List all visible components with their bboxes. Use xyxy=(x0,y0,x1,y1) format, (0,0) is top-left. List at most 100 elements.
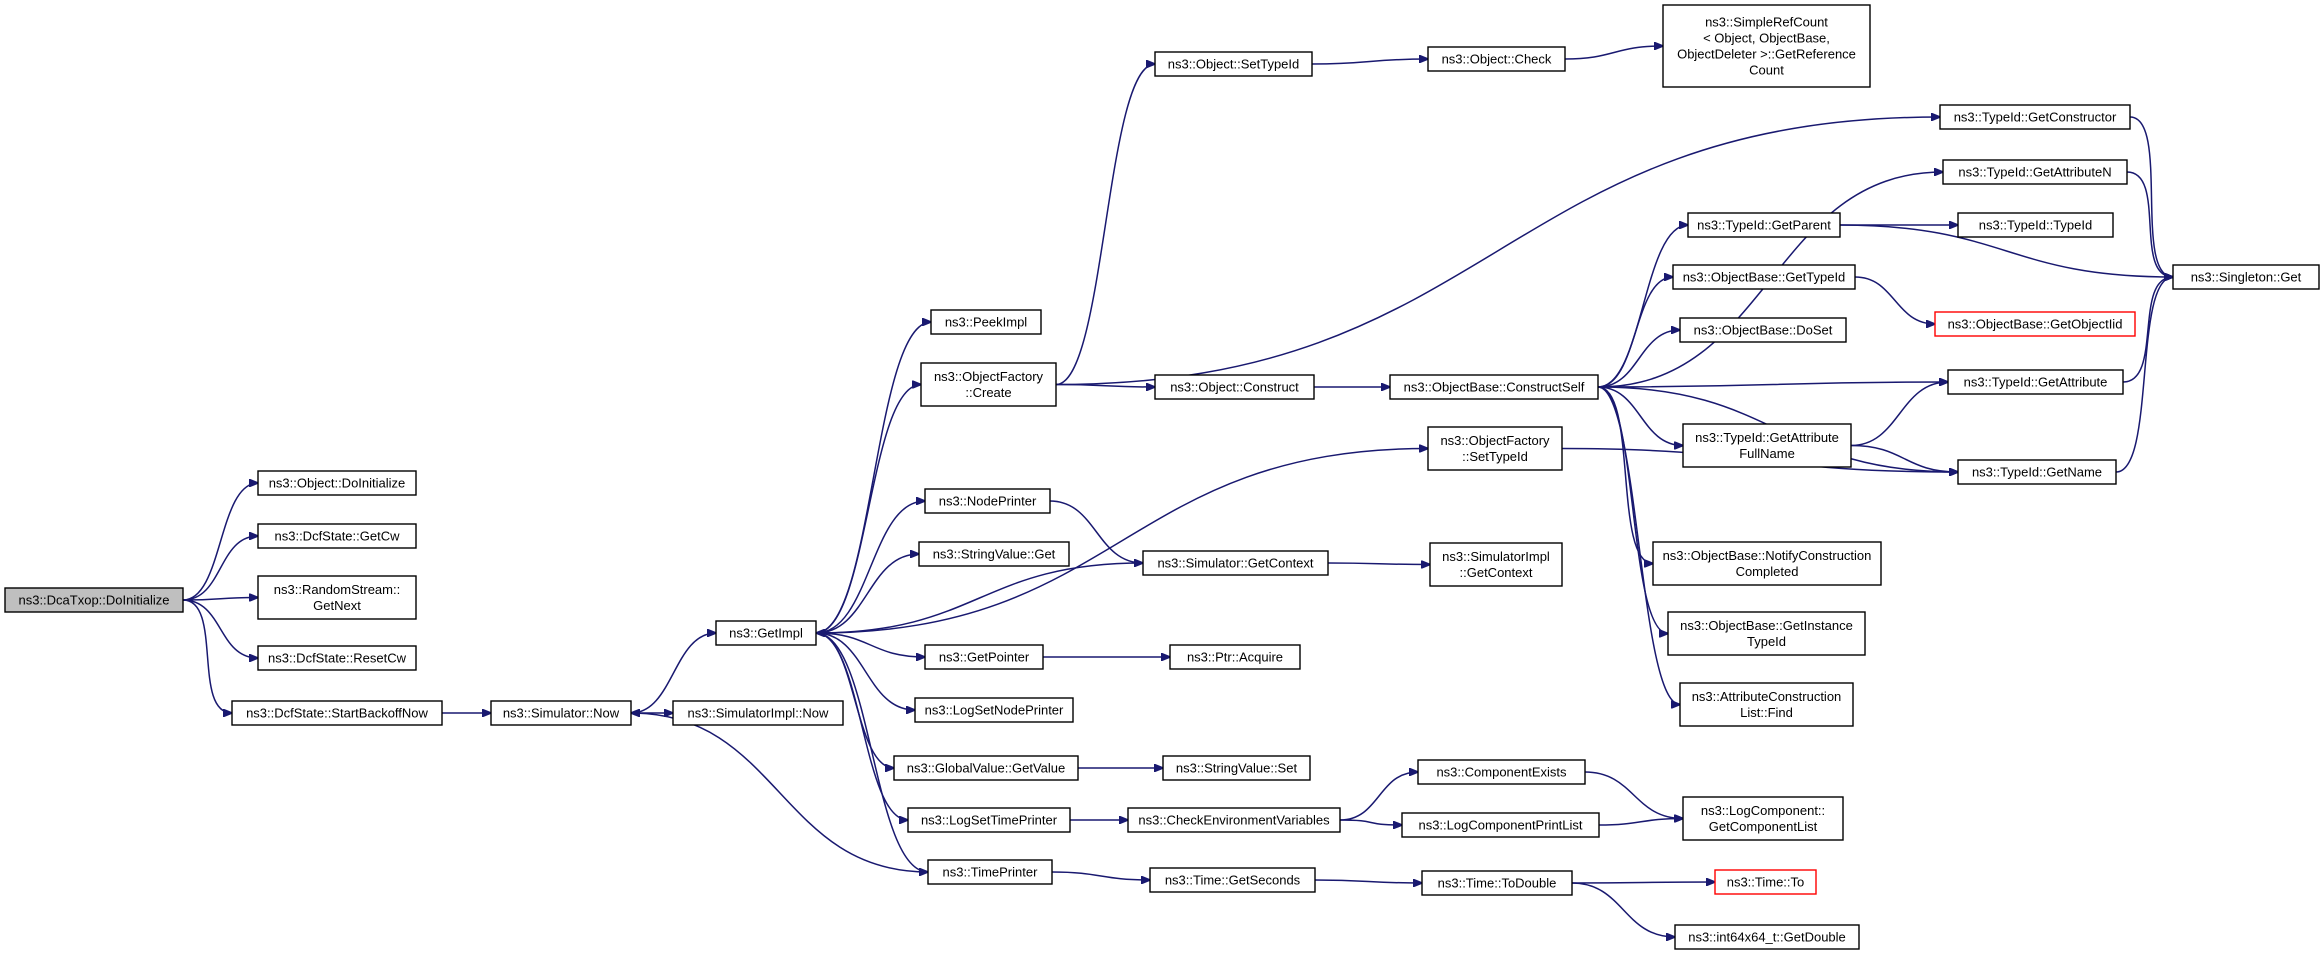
graph-node-simImplGetContext[interactable]: ns3::SimulatorImpl::GetContext xyxy=(1429,542,1563,587)
graph-node-logSetTime[interactable]: ns3::LogSetTimePrinter xyxy=(907,807,1071,833)
node-label: ns3::StringValue::Set xyxy=(1176,761,1298,776)
graph-node-tidGetName[interactable]: ns3::TypeId::GetName xyxy=(1957,459,2117,485)
edge-timeToDouble-to-timeTo xyxy=(1571,882,1715,883)
node-label: ns3::PeekImpl xyxy=(945,315,1027,330)
graph-node-srcGetRef[interactable]: ns3::SimpleRefCount< Object, ObjectBase,… xyxy=(1662,4,1871,88)
graph-node-singletonGet[interactable]: ns3::Singleton::Get xyxy=(2172,264,2320,290)
graph-node-ofCreate[interactable]: ns3::ObjectFactory::Create xyxy=(920,362,1057,407)
edge-obConstructSelf-to-obNotify xyxy=(1597,386,1653,564)
graph-node-timeGetSeconds[interactable]: ns3::Time::GetSeconds xyxy=(1149,867,1316,893)
graph-node-dcfResetCw[interactable]: ns3::DcfState::ResetCw xyxy=(257,645,417,671)
node-box xyxy=(1154,51,1313,77)
graph-node-logSetNode[interactable]: ns3::LogSetNodePrinter xyxy=(914,697,1074,723)
graph-node-simGetContext[interactable]: ns3::Simulator::GetContext xyxy=(1142,550,1329,576)
graph-node-simImplNow[interactable]: ns3::SimulatorImpl::Now xyxy=(672,700,844,726)
node-box xyxy=(1162,755,1311,781)
graph-node-simNow[interactable]: ns3::Simulator::Now xyxy=(490,700,632,726)
node-box xyxy=(1169,644,1301,670)
edge-checkEnv-to-compExists xyxy=(1339,772,1418,821)
node-label: ns3::LogComponent:: xyxy=(1701,803,1825,818)
node-label: < Object, ObjectBase, xyxy=(1703,31,1830,46)
graph-node-obGetTypeId[interactable]: ns3::ObjectBase::GetTypeId xyxy=(1672,264,1856,290)
graph-node-checkEnv[interactable]: ns3::CheckEnvironmentVariables xyxy=(1127,807,1341,833)
node-label: ns3::ObjectFactory xyxy=(1440,433,1550,448)
graph-node-logCompGetList[interactable]: ns3::LogComponent::GetComponentList xyxy=(1682,796,1844,841)
node-box xyxy=(1427,426,1563,471)
graph-node-objSetTypeId[interactable]: ns3::Object::SetTypeId xyxy=(1154,51,1313,77)
node-label: ns3::TypeId::GetParent xyxy=(1697,218,1831,233)
node-label: ns3::Simulator::Now xyxy=(503,706,620,721)
node-label: FullName xyxy=(1739,446,1795,461)
node-box xyxy=(490,700,632,726)
graph-node-tidTypeId[interactable]: ns3::TypeId::TypeId xyxy=(1957,212,2114,238)
edge-simNow-to-getImpl xyxy=(630,633,716,714)
graph-node-root[interactable]: ns3::DcaTxop::DoInitialize xyxy=(4,587,184,613)
node-box xyxy=(1667,611,1866,656)
graph-node-getImpl[interactable]: ns3::GetImpl xyxy=(715,620,817,646)
node-box xyxy=(1417,759,1586,785)
graph-node-gvGetValue[interactable]: ns3::GlobalValue::GetValue xyxy=(893,755,1079,781)
graph-node-dcfGetCw[interactable]: ns3::DcfState::GetCw xyxy=(257,523,417,549)
graph-node-obGetObjectIid[interactable]: ns3::ObjectBase::GetObjectIid xyxy=(1934,311,2136,337)
graph-node-obDoSet[interactable]: ns3::ObjectBase::DoSet xyxy=(1679,317,1847,343)
node-box xyxy=(1687,212,1841,238)
graph-node-i64GetDouble[interactable]: ns3::int64x64_t::GetDouble xyxy=(1674,924,1860,950)
graph-node-obNotify[interactable]: ns3::ObjectBase::NotifyConstructionCompl… xyxy=(1652,541,1882,586)
graph-node-tidGetAttrN[interactable]: ns3::TypeId::GetAttributeN xyxy=(1942,159,2128,185)
edge-ofCreate-to-objSetTypeId xyxy=(1055,64,1155,386)
edge-getImpl-to-svGet xyxy=(815,554,919,634)
graph-node-svGet[interactable]: ns3::StringValue::Get xyxy=(918,541,1070,567)
graph-node-getPointer[interactable]: ns3::GetPointer xyxy=(924,644,1044,670)
graph-node-timePrinter[interactable]: ns3::TimePrinter xyxy=(927,859,1053,885)
node-box xyxy=(257,645,417,671)
node-box xyxy=(1142,550,1329,576)
graph-node-timeTo[interactable]: ns3::Time::To xyxy=(1714,869,1817,895)
node-box xyxy=(1939,104,2131,130)
node-box xyxy=(918,541,1070,567)
edge-simGetContext-to-getImpl xyxy=(816,562,1144,633)
graph-node-tidGetAttribute[interactable]: ns3::TypeId::GetAttribute xyxy=(1947,369,2124,395)
edge-timeGetSeconds-to-timeToDouble xyxy=(1314,880,1422,883)
graph-node-compExists[interactable]: ns3::ComponentExists xyxy=(1417,759,1586,785)
node-box xyxy=(930,309,1042,335)
node-box xyxy=(4,587,184,613)
node-box xyxy=(1149,867,1316,893)
graph-node-ptrAcquire[interactable]: ns3::Ptr::Acquire xyxy=(1169,644,1301,670)
edge-ofCreate-to-objConstruct xyxy=(1055,385,1155,388)
edge-checkEnv-to-logCompPrintList xyxy=(1339,819,1402,825)
node-box xyxy=(1934,311,2136,337)
edge-timePrinter-to-timeGetSeconds xyxy=(1051,871,1150,880)
graph-node-rsGetNext[interactable]: ns3::RandomStream::GetNext xyxy=(257,575,417,620)
graph-node-objConstruct[interactable]: ns3::Object::Construct xyxy=(1154,374,1315,400)
graph-node-nodePrinter[interactable]: ns3::NodePrinter xyxy=(924,488,1051,514)
graph-node-obConstructSelf[interactable]: ns3::ObjectBase::ConstructSelf xyxy=(1389,374,1599,400)
node-label: ns3::LogSetNodePrinter xyxy=(925,703,1064,718)
graph-node-logCompPrintList[interactable]: ns3::LogComponentPrintList xyxy=(1401,812,1600,838)
graph-node-objDoInit[interactable]: ns3::Object::DoInitialize xyxy=(257,470,417,496)
edge-getImpl-to-timePrinter xyxy=(815,632,928,872)
edge-tidGetConstructor-to-singletonGet xyxy=(2129,116,2173,277)
edge-ofCreate-to-tidGetConstructor xyxy=(1055,117,1940,386)
graph-node-ofSetTypeId[interactable]: ns3::ObjectFactory::SetTypeId xyxy=(1427,426,1563,471)
graph-node-dcfStart[interactable]: ns3::DcfState::StartBackoffNow xyxy=(231,700,443,726)
edge-logCompPrintList-to-logCompGetList xyxy=(1598,819,1683,826)
graph-node-objCheck[interactable]: ns3::Object::Check xyxy=(1427,46,1566,72)
node-label: ns3::ObjectBase::GetInstance xyxy=(1680,618,1853,633)
graph-node-timeToDouble[interactable]: ns3::Time::ToDouble xyxy=(1421,870,1573,896)
graph-node-tidGetConstructor[interactable]: ns3::TypeId::GetConstructor xyxy=(1939,104,2131,130)
node-box xyxy=(924,644,1044,670)
graph-node-svSet[interactable]: ns3::StringValue::Set xyxy=(1162,755,1311,781)
graph-node-tidGetParent[interactable]: ns3::TypeId::GetParent xyxy=(1687,212,1841,238)
node-label: ns3::SimulatorImpl xyxy=(1442,549,1550,564)
edge-obConstructSelf-to-tidGetParent xyxy=(1597,225,1688,388)
graph-node-peekImpl[interactable]: ns3::PeekImpl xyxy=(930,309,1042,335)
node-label: ns3::TimePrinter xyxy=(943,865,1039,880)
edge-tidGetAttribute-to-singletonGet xyxy=(2122,277,2173,383)
node-label: ns3::GlobalValue::GetValue xyxy=(907,761,1066,776)
node-label: ns3::TypeId::GetAttributeN xyxy=(1958,165,2111,180)
edge-obConstructSelf-to-tidGetAttribute xyxy=(1597,382,1948,388)
node-label: ns3::GetImpl xyxy=(729,626,803,641)
